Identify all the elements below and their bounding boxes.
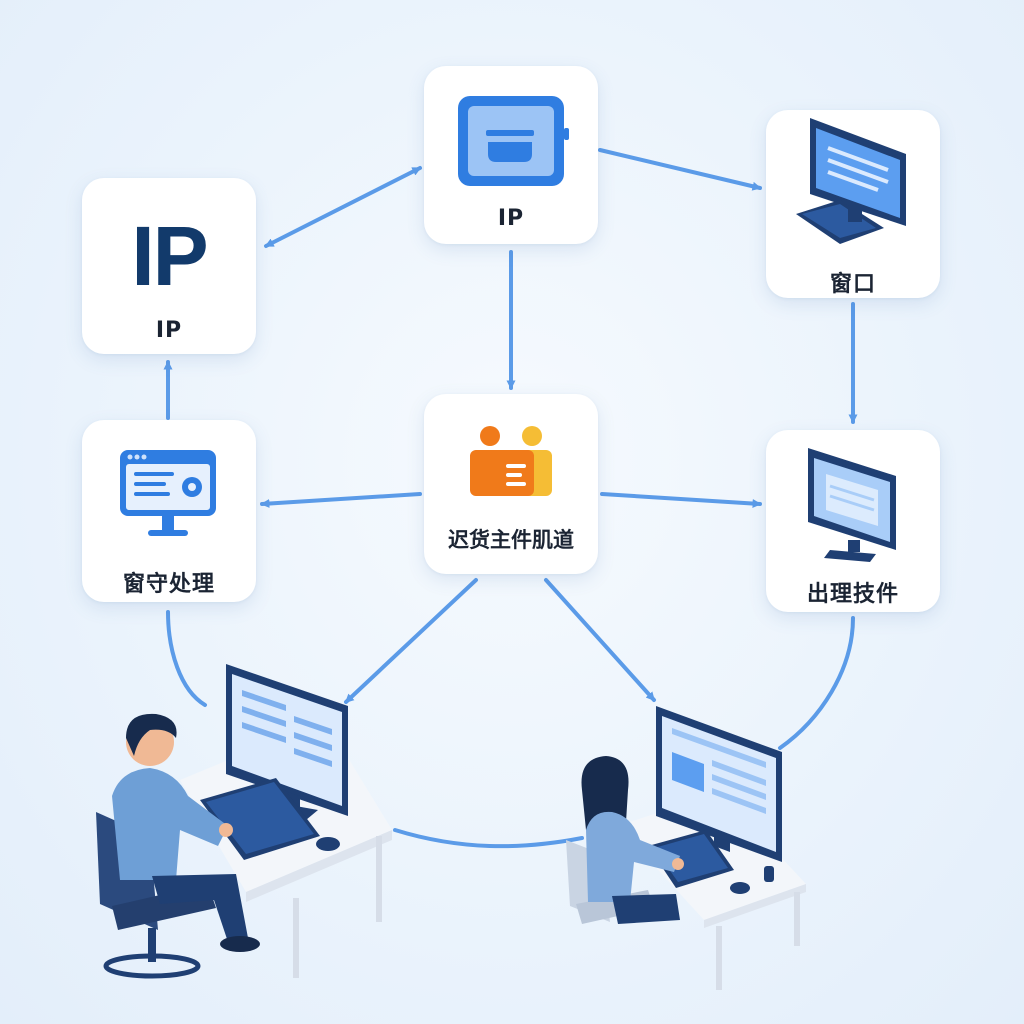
arrow-center-left-mid: [260, 492, 422, 509]
browser-monitor-icon: [120, 450, 216, 536]
center-node[interactable]: 迟货主件肌道: [424, 394, 598, 574]
ip-left-node[interactable]: IP IP: [82, 178, 256, 354]
arrow-ip-top-window: [598, 148, 762, 191]
center-label: 迟货主件肌道: [448, 528, 574, 552]
ip-top-node[interactable]: IP: [424, 66, 598, 244]
curve-users: [393, 828, 584, 849]
people-card-icon: [470, 426, 552, 496]
monitor-keyboard-icon: [796, 118, 906, 244]
arrow-center-right-mid: [600, 492, 762, 509]
window-card-icon: [458, 96, 569, 186]
ip-left-label: IP: [155, 318, 183, 343]
window-label: 窗口: [829, 272, 876, 297]
window-node[interactable]: 窗口: [766, 110, 940, 298]
curve-left-to-user: [166, 610, 207, 707]
right-mid-node[interactable]: 出理技件: [766, 430, 940, 612]
right-mid-label: 出理技件: [806, 582, 899, 607]
arrow-ip-left-ip-top: [264, 166, 422, 248]
curve-right-to-user: [778, 616, 855, 750]
ip-top-label: IP: [497, 206, 525, 231]
ip-logo-text: IP: [131, 209, 208, 303]
arrow-center-user-right: [544, 578, 656, 702]
left-mid-node[interactable]: 窗守处理: [82, 420, 256, 602]
monitor-icon: [808, 448, 896, 562]
left-mid-label: 窗守处理: [122, 572, 215, 597]
arrow-center-user-left: [344, 578, 478, 704]
